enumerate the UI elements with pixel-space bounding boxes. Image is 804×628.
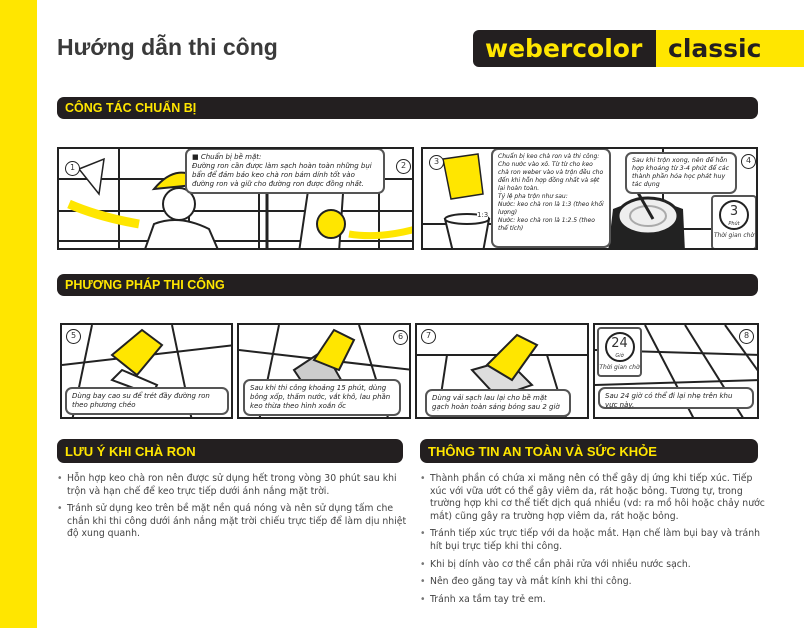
step-number-1: 1 (65, 161, 80, 176)
step-1-heading: ■ Chuẩn bị bề mặt: (192, 153, 262, 161)
clock-unit: Giờ (615, 353, 624, 359)
speech-bubble-step-3: Chuẩn bị keo chà ron và thi công: Cho nư… (491, 149, 611, 248)
speech-bubble-step-1: ■ Chuẩn bị bề mặt: Đường ron cần được là… (185, 149, 385, 194)
note-item: Tránh sử dụng keo trên bề mặt nền quá nó… (57, 503, 407, 541)
section-bar-prep: CÔNG TÁC CHUẨN BỊ (57, 97, 758, 119)
panel-steps-3-4: 3 4 1:3 Chuẩn bị keo chà ron và thi công… (421, 147, 758, 250)
speech-bubble-step-4: Sau khi trộn xong, nên để hỗn hợp khoảng… (625, 152, 737, 194)
safety-item: Tránh tiếp xúc trực tiếp với da hoặc mắt… (420, 528, 765, 553)
logo-part-classic: classic (656, 30, 804, 67)
step-3-heading: Chuẩn bị keo chà ron và thi công: (498, 153, 600, 160)
section-bar-safety: THÔNG TIN AN TOÀN VÀ SỨC KHỎE (420, 439, 758, 463)
ratio-label: 1:3 (477, 211, 489, 219)
safety-item: Thành phần có chứa xi măng nên có thể gâ… (420, 473, 765, 523)
step-3-bullet-2-title: Tỷ lệ pha trộn như sau: (498, 193, 568, 200)
page-title: Hướng dẫn thi công (57, 34, 278, 60)
clock-value: 3 (729, 204, 739, 219)
logo-part-webercolor: webercolor (473, 30, 656, 67)
safety-item: Tránh xa tầm tay trẻ em. (420, 594, 765, 607)
panel-step-5: 5 Dùng bay cao su để trét đầy đường ron … (60, 323, 233, 419)
step-number-4: 4 (741, 154, 756, 169)
clock-value: 24 (611, 336, 628, 351)
step-number-3: 3 (429, 155, 444, 170)
panel-step-7: 7 Dùng vải sạch lau lại cho bề mặt gạch … (415, 323, 589, 419)
step-3-ratio-2: Nước: keo chà ron là 1:2.5 (theo thể tíc… (498, 217, 595, 232)
step-3-ratio-1: Nước: keo chà ron là 1:3 (theo khối lượn… (498, 201, 604, 216)
speech-bubble-step-8: Sau 24 giờ có thể đi lại nhẹ trên khu vự… (598, 387, 754, 409)
step-number-2: 2 (396, 159, 411, 174)
section-bar-method: PHƯƠNG PHÁP THI CÔNG (57, 274, 758, 296)
speech-bubble-step-7: Dùng vải sạch lau lại cho bề mặt gạch ho… (425, 389, 571, 417)
safety-item: Nên đeo găng tay và mắt kính khi thi côn… (420, 576, 765, 589)
safety-item: Khi bị dính vào cơ thể cần phải rửa với … (420, 559, 765, 572)
clock-label: Thời gian chờ (713, 232, 755, 239)
clock-unit: Phút (728, 221, 740, 227)
yellow-side-strip (0, 0, 37, 628)
step-number-5: 5 (66, 329, 81, 344)
safety-list: Thành phần có chứa xi măng nên có thể gâ… (420, 473, 765, 611)
step-number-6: 6 (393, 330, 408, 345)
panel-step-6: 6 Sau khi thi công khoảng 15 phút, dùng … (237, 323, 411, 419)
panel-steps-1-2: 1 2 ■ Chuẩn bị bề mặt: Đường ron cần đượ… (57, 147, 414, 250)
step-3-bullet-1: Cho nước vào xô. Từ từ cho keo chà ron w… (498, 161, 604, 192)
brand-logo: webercolor classic (473, 30, 804, 67)
step-number-7: 7 (421, 329, 436, 344)
step-number-8: 8 (739, 329, 754, 344)
notes-list: Hỗn hợp keo chà ron nên được sử dụng hết… (57, 473, 407, 546)
speech-bubble-step-5: Dùng bay cao su để trét đầy đường ron th… (65, 387, 229, 415)
step-1-text: Đường ron cần được làm sạch hoàn toàn nh… (192, 162, 372, 188)
speech-bubble-step-6: Sau khi thi công khoảng 15 phút, dùng bô… (243, 379, 401, 416)
illustration-cloth (417, 333, 587, 417)
clock-label: Thời gian chờ (599, 364, 640, 371)
note-item: Hỗn hợp keo chà ron nên được sử dụng hết… (57, 473, 407, 498)
section-bar-notes: LƯU Ý KHI CHÀ RON (57, 439, 403, 463)
